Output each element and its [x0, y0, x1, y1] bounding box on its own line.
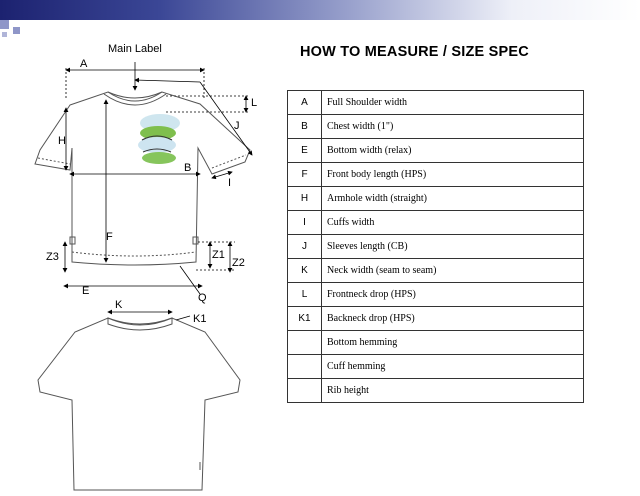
- label-q: Q: [198, 292, 207, 304]
- label-h: H: [58, 135, 66, 147]
- measure-lines: [62, 62, 253, 295]
- spec-description: Chest width (1"): [321, 114, 584, 139]
- spec-row: Cuff hemming: [287, 354, 584, 379]
- spec-code: H: [287, 186, 322, 211]
- header-gradient-bar: [0, 0, 640, 20]
- label-j: J: [234, 120, 240, 132]
- spec-description: Cuffs width: [321, 210, 584, 235]
- back-measure-lines: [107, 309, 191, 321]
- spec-code: A: [287, 90, 322, 115]
- spec-code: B: [287, 114, 322, 139]
- front-shirt-outline: [34, 91, 251, 266]
- spec-description: Bottom hemming: [321, 330, 584, 355]
- label-i: I: [228, 177, 231, 189]
- label-l: L: [251, 97, 257, 109]
- spec-description: Full Shoulder width: [321, 90, 584, 115]
- spec-description: Neck width (seam to seam): [321, 258, 584, 283]
- spec-code: L: [287, 282, 322, 307]
- label-k1: K1: [193, 313, 206, 325]
- label-b: B: [184, 162, 191, 174]
- spec-code: K: [287, 258, 322, 283]
- spec-description: Cuff hemming: [321, 354, 584, 379]
- spec-description: Sleeves length (CB): [321, 234, 584, 259]
- spec-description: Front body length (HPS): [321, 162, 584, 187]
- spec-description: Bottom width (relax): [321, 138, 584, 163]
- decorative-square: [0, 20, 9, 29]
- spec-code: [287, 378, 322, 403]
- spec-code: [287, 354, 322, 379]
- spec-code: E: [287, 138, 322, 163]
- spec-code: F: [287, 162, 322, 187]
- spec-row: Bottom hemming: [287, 330, 584, 355]
- label-e: E: [82, 285, 89, 297]
- spec-code: [287, 330, 322, 355]
- spec-description: Backneck drop (HPS): [321, 306, 584, 331]
- label-z3: Z3: [46, 251, 59, 263]
- spec-code: I: [287, 210, 322, 235]
- tshirt-measurement-diagram: Main Label A L J H B I F Z3 Z1 Z2 E Q K …: [34, 43, 257, 491]
- spec-row: Rib height: [287, 378, 584, 403]
- page-title: HOW TO MEASURE / SIZE SPEC: [300, 44, 529, 60]
- label-k: K: [115, 299, 123, 311]
- spec-code: J: [287, 234, 322, 259]
- label-z1: Z1: [212, 249, 225, 261]
- spec-description: Armhole width (straight): [321, 186, 584, 211]
- spec-description: Rib height: [321, 378, 584, 403]
- label-z2: Z2: [232, 257, 245, 269]
- spec-description: Frontneck drop (HPS): [321, 282, 584, 307]
- label-f: F: [106, 231, 113, 243]
- shirt-print-graphic: [138, 114, 180, 164]
- label-a: A: [80, 58, 88, 70]
- back-shirt-outline: [37, 317, 241, 491]
- spec-code: K1: [287, 306, 322, 331]
- decorative-square: [13, 27, 20, 34]
- decorative-square: [2, 32, 7, 37]
- label-main-label: Main Label: [108, 43, 162, 55]
